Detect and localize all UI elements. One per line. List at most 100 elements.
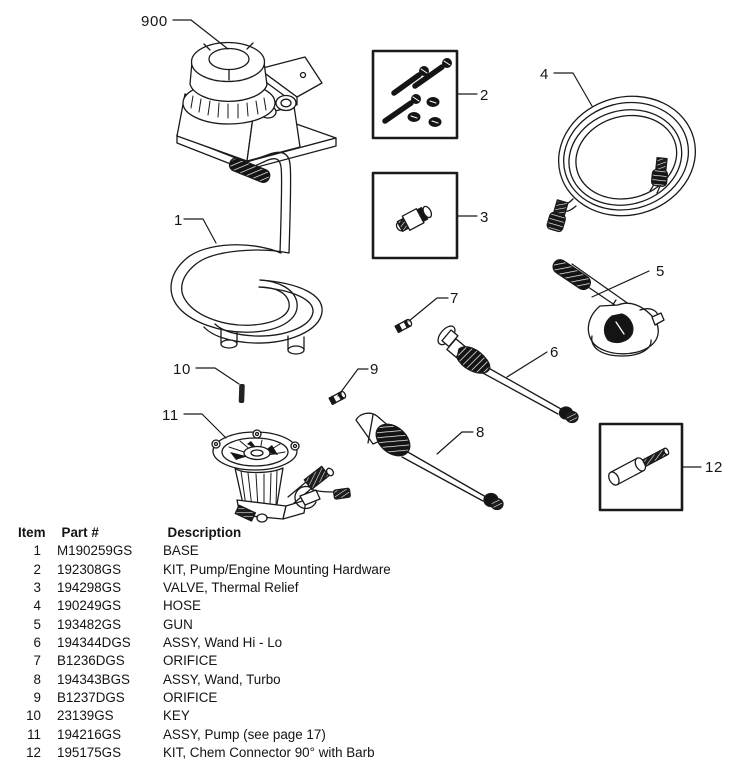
callout-4: 4	[540, 66, 593, 107]
leader-line	[436, 431, 474, 455]
hose-drawing	[546, 95, 697, 233]
mounting-hardware-box	[371, 49, 459, 140]
leader-line	[172, 19, 229, 50]
item-cell: 1	[33, 543, 41, 559]
callout-label-3: 3	[480, 209, 489, 226]
callout-label-12: 12	[705, 459, 723, 476]
chem-connector-box	[598, 422, 684, 512]
item-cell: 2	[33, 561, 41, 577]
leader-line	[195, 367, 240, 385]
item-cell: 9	[33, 690, 41, 706]
callout-3: 3	[457, 209, 489, 226]
part-cell: 193482GS	[57, 616, 122, 632]
table-row: 5 193482GS GUN	[0, 616, 738, 634]
callout-8: 8	[436, 424, 485, 455]
part-cell: 194298GS	[57, 580, 122, 596]
part-cell: 195175GS	[57, 745, 122, 761]
table-row: 3 194298GS VALVE, Thermal Relief	[0, 579, 738, 597]
callout-11: 11	[162, 407, 227, 439]
table-row: 8 194343BGS ASSY, Wand, Turbo	[0, 671, 738, 689]
leader-line	[337, 368, 369, 397]
orifice-7-drawing	[394, 318, 413, 334]
item-cell: 6	[33, 635, 41, 651]
part-cell: 194344DGS	[57, 635, 131, 651]
description-header: Description	[167, 525, 242, 540]
key-drawing	[238, 383, 245, 404]
part-cell: B1236DGS	[57, 653, 125, 669]
callout-900: 900	[141, 13, 229, 50]
table-row: 12 195175GS KIT, Chem Connector 90° with…	[0, 744, 738, 762]
callout-label-2: 2	[480, 87, 489, 104]
callout-label-8: 8	[476, 424, 485, 441]
description-cell: GUN	[163, 616, 193, 632]
engine-drawing	[176, 41, 337, 171]
table-row: 9 B1237DGS ORIFICE	[0, 689, 738, 707]
table-row: 2 192308GS KIT, Pump/Engine Mounting Har…	[0, 561, 738, 579]
part-cell: 194216GS	[57, 726, 122, 742]
item-cell: 8	[33, 671, 41, 687]
leader-line	[183, 413, 227, 439]
table-row: 11 194216GS ASSY, Pump (see page 17)	[0, 726, 738, 744]
callout-label-1: 1	[174, 212, 183, 229]
description-cell: VALVE, Thermal Relief	[163, 580, 299, 596]
part-cell: B1237DGS	[57, 690, 125, 706]
table-row: 6 194344DGS ASSY, Wand Hi - Lo	[0, 634, 738, 652]
table-row: 4 190249GS HOSE	[0, 597, 738, 615]
leader-line	[408, 297, 449, 322]
parts-table-header: Item Part # Description	[0, 524, 738, 542]
callout-label-6: 6	[550, 344, 559, 361]
callout-5: 5	[591, 263, 665, 298]
orifice-9-drawing	[328, 390, 347, 406]
description-cell: HOSE	[163, 598, 201, 614]
table-row: 1 M190259GS BASE	[0, 542, 738, 560]
description-cell: BASE	[163, 543, 199, 559]
callout-label-900: 900	[141, 13, 168, 30]
item-cell: 7	[33, 653, 41, 669]
callout-label-9: 9	[370, 361, 379, 378]
gun-drawing	[552, 259, 665, 357]
item-header: Item	[18, 525, 46, 540]
callout-label-11: 11	[162, 407, 179, 424]
item-cell: 4	[33, 598, 41, 614]
description-cell: KIT, Pump/Engine Mounting Hardware	[163, 561, 391, 577]
part-cell: 194343BGS	[57, 671, 130, 687]
thermal-relief-valve-drawing	[395, 205, 433, 233]
table-row: 10 23139GS KEY	[0, 707, 738, 725]
callout-7: 7	[408, 290, 459, 322]
item-cell: 5	[33, 616, 41, 632]
part-cell: M190259GS	[57, 543, 133, 559]
description-cell: ASSY, Pump (see page 17)	[163, 726, 326, 742]
table-row: 7 B1236DGS ORIFICE	[0, 652, 738, 670]
callout-6: 6	[506, 344, 559, 378]
description-cell: ASSY, Wand Hi - Lo	[163, 635, 283, 651]
item-cell: 3	[33, 580, 41, 596]
description-cell: KIT, Chem Connector 90° with Barb	[163, 745, 375, 761]
callout-10: 10	[173, 361, 240, 385]
part-number-header: Part #	[61, 525, 99, 540]
description-cell: ORIFICE	[163, 690, 218, 706]
parts-table: Item Part # Description 1 M190259GS BASE…	[0, 524, 738, 762]
part-cell: 192308GS	[57, 561, 122, 577]
callout-label-10: 10	[173, 361, 191, 378]
item-cell: 12	[26, 745, 41, 761]
thermal-relief-valve-box	[371, 171, 459, 260]
turbo-wand-drawing	[355, 412, 504, 511]
callout-9: 9	[337, 361, 379, 397]
leader-line	[183, 218, 217, 244]
leader-line	[506, 351, 548, 378]
leader-line	[553, 72, 593, 107]
part-cell: 23139GS	[57, 708, 114, 724]
callout-12: 12	[682, 459, 723, 476]
exploded-parts-diagram: 900 1 2 3 4 5	[141, 13, 723, 523]
callout-1: 1	[174, 212, 217, 244]
callout-label-5: 5	[656, 263, 665, 280]
description-cell: ASSY, Wand, Turbo	[163, 671, 281, 687]
frame-drawing	[170, 151, 323, 355]
item-cell: 11	[27, 726, 41, 742]
wand-hilo-drawing	[437, 325, 579, 424]
callout-label-4: 4	[540, 66, 549, 83]
description-cell: KEY	[163, 708, 190, 724]
callout-2: 2	[457, 87, 489, 104]
callout-label-7: 7	[450, 290, 459, 307]
